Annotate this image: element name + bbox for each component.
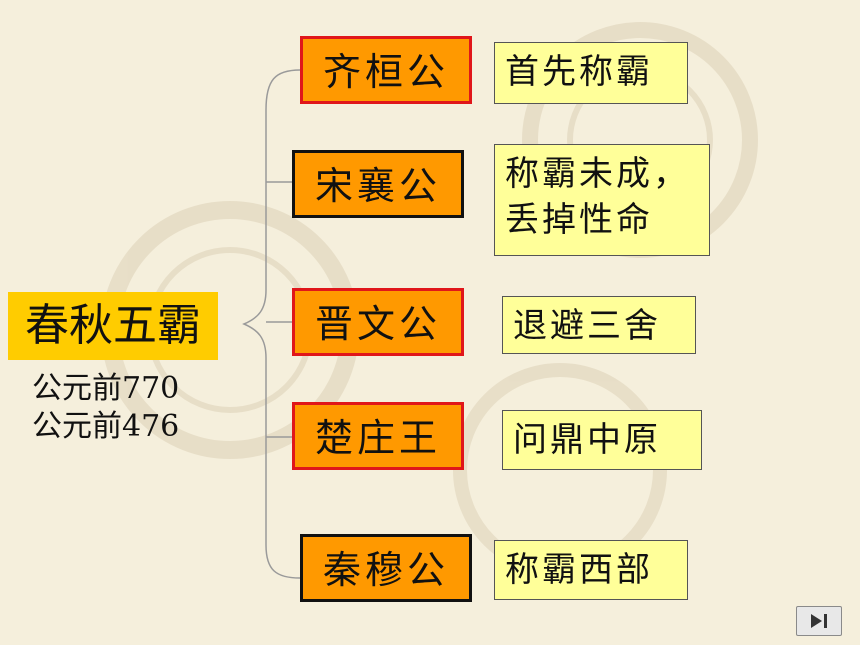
desc-box-jin-wen-gong: 退避三舍	[502, 296, 696, 354]
end-date: 公元前476	[32, 409, 180, 444]
lord-box-song-xiang-gong: 宋襄公	[292, 150, 464, 218]
desc-box-qi-huan-gong: 首先称霸	[494, 42, 688, 104]
lord-box-jin-wen-gong: 晋文公	[292, 288, 464, 356]
desc-box-qin-mu-gong: 称霸西部	[494, 540, 688, 600]
root-title: 春秋五霸	[8, 292, 218, 360]
lord-box-qi-huan-gong: 齐桓公	[300, 36, 472, 104]
next-slide-button[interactable]	[796, 606, 842, 636]
desc-line: 丢掉性命	[505, 200, 653, 240]
desc-box-chu-zhuang-wang: 问鼎中原	[502, 410, 702, 470]
start-date: 公元前770	[32, 371, 180, 406]
lord-box-chu-zhuang-wang: 楚庄王	[292, 402, 464, 470]
desc-line: 称霸未成，	[505, 154, 690, 194]
play-next-icon	[811, 614, 827, 628]
lord-box-qin-mu-gong: 秦穆公	[300, 534, 472, 602]
date-range: 公元前770 公元前476	[32, 370, 232, 446]
desc-box-song-xiang-gong: 称霸未成， 丢掉性命	[494, 144, 710, 256]
